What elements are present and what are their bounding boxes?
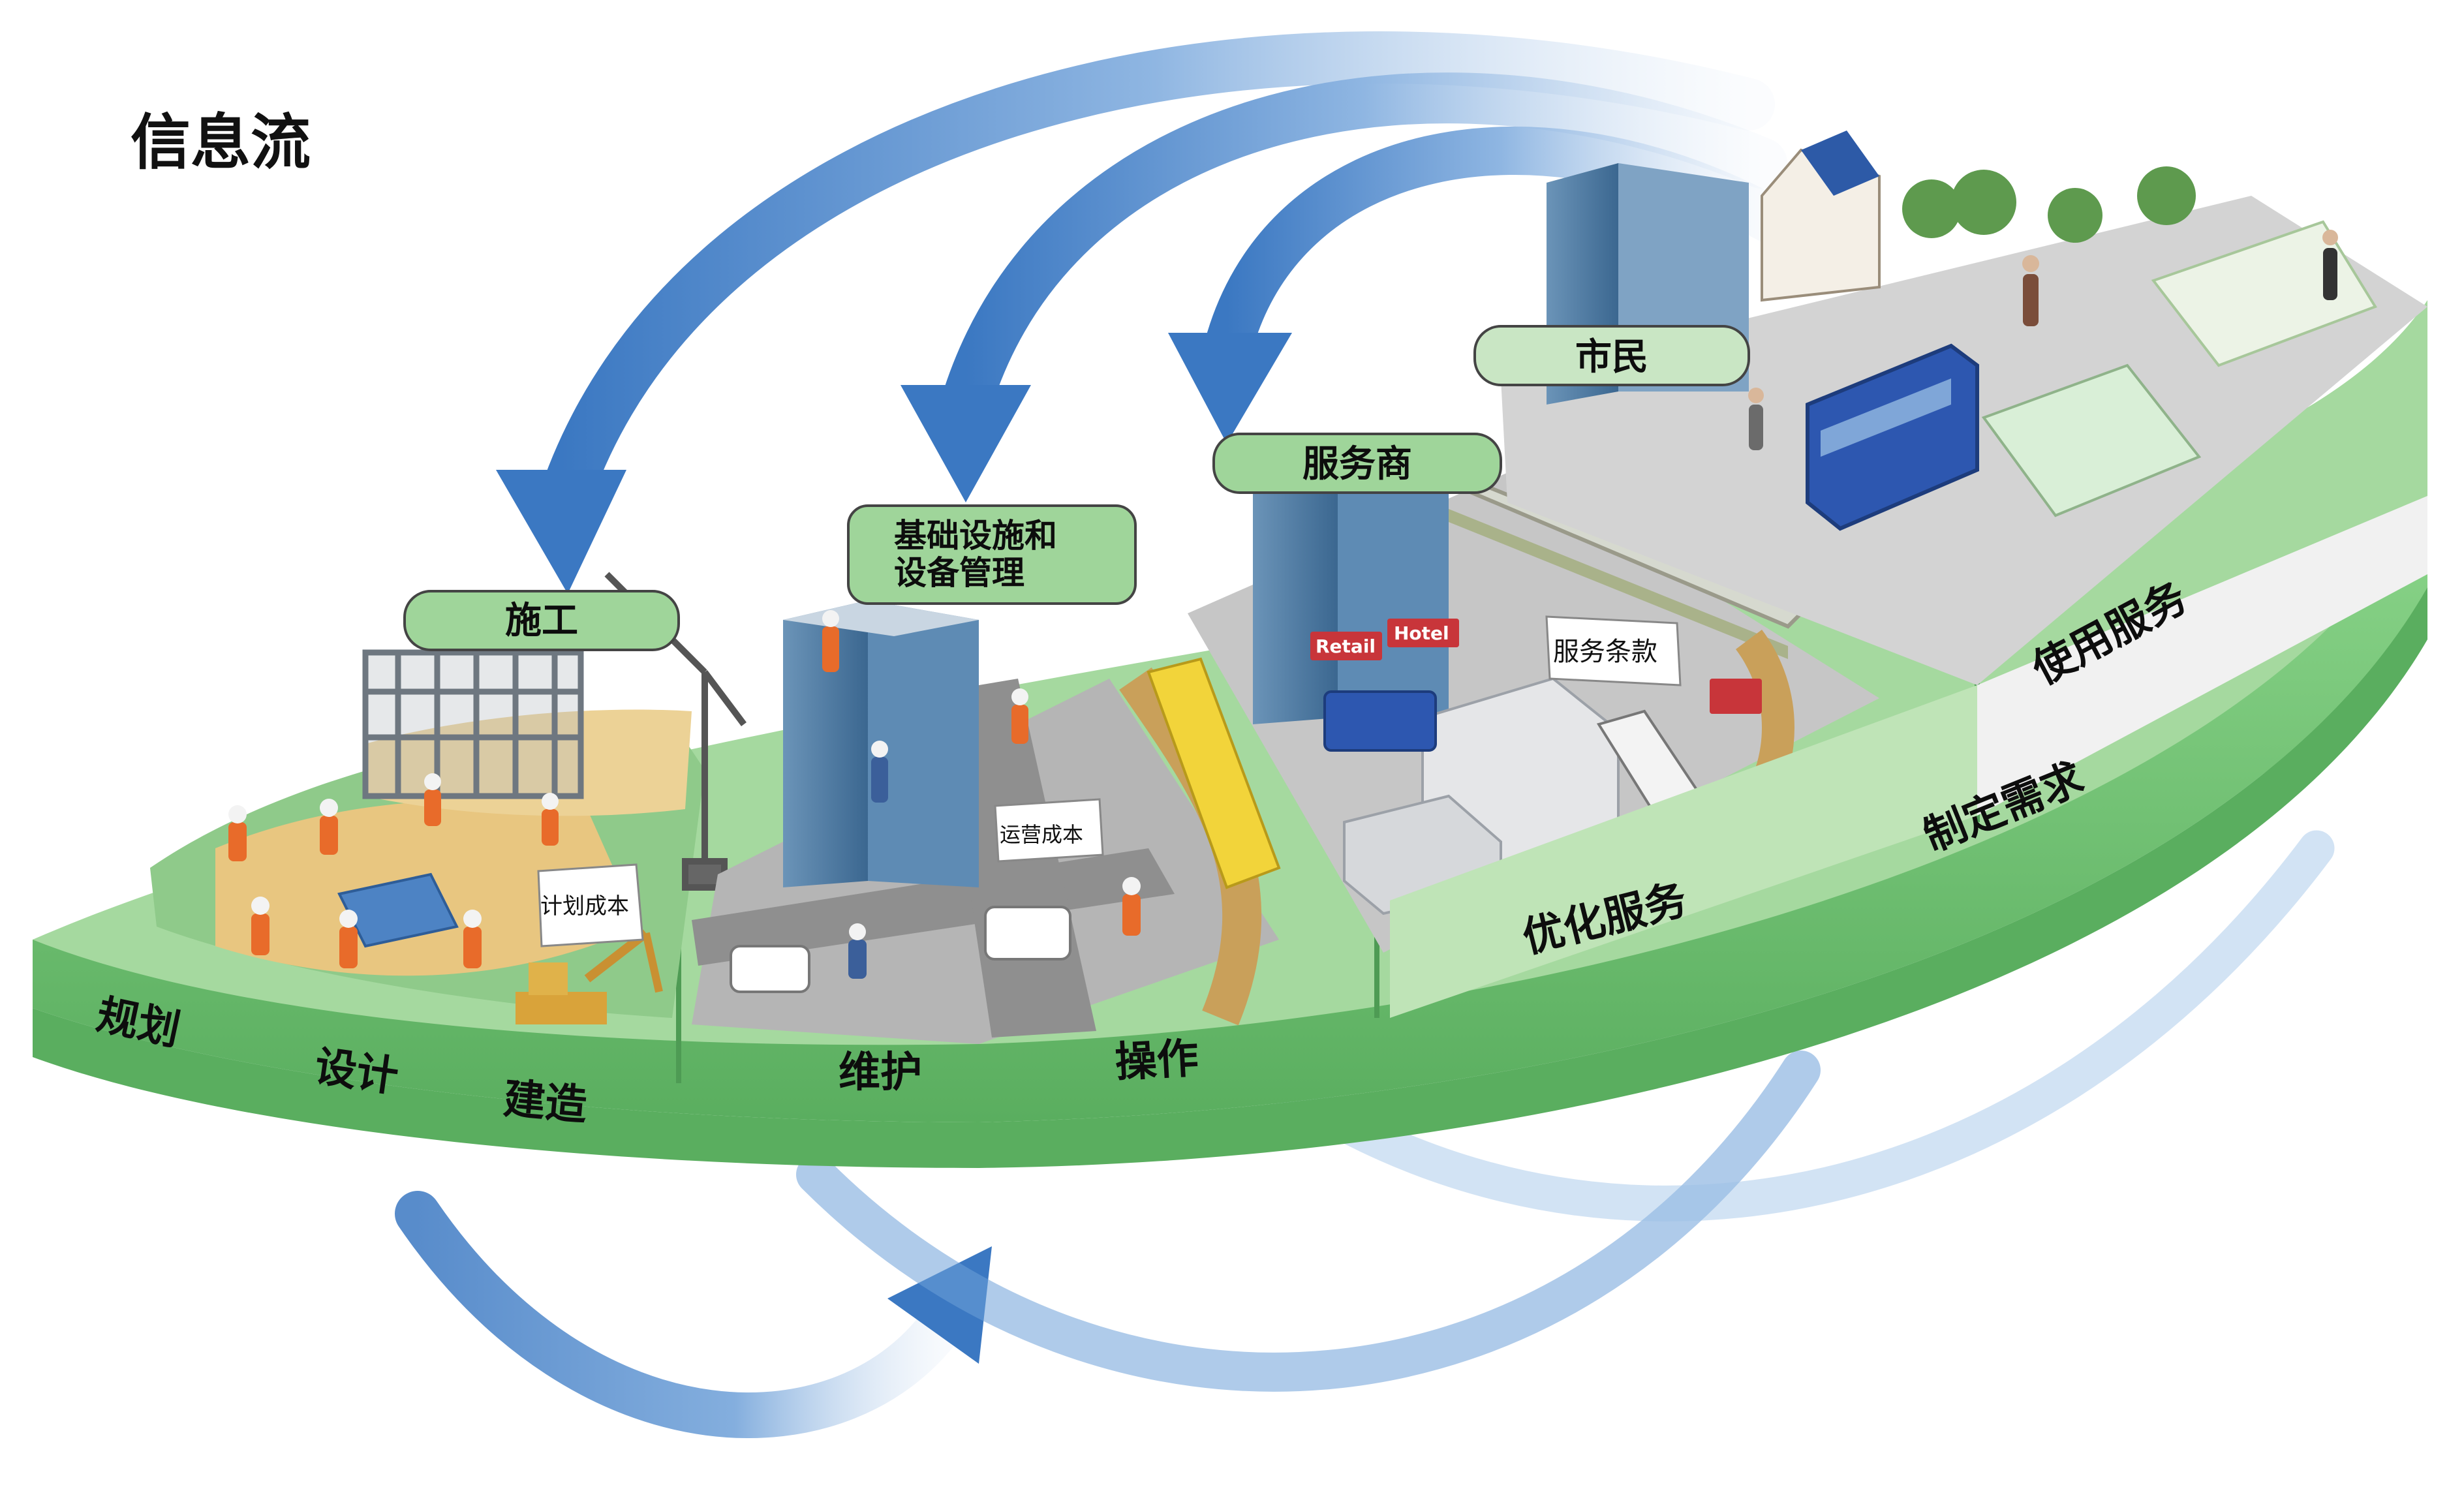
platform-lower-band (33, 587, 2427, 1168)
commuter-train-body (1449, 509, 1788, 659)
role-infrastructure-line2: 设备管理 (894, 554, 1024, 592)
flow-arrow-bottom-mid (796, 1051, 1821, 1392)
office-tower-infrastructure (783, 600, 979, 887)
transit-interior (2151, 220, 2377, 367)
stage-design: 设计 (312, 1043, 401, 1102)
infrastructure-workers (822, 610, 1141, 979)
arrowhead-service-provider-icon (1168, 333, 1292, 444)
steel-frame-building (362, 649, 584, 799)
hotel-sign: Hotel (1387, 619, 1459, 647)
construction-workers (228, 773, 559, 968)
platform-front-band (33, 496, 2427, 1122)
service-terms-text: 服务条款 (1553, 637, 1657, 667)
citizen-zone (1390, 131, 2427, 1018)
role-construction-text: 施工 (505, 600, 578, 642)
flow-arrow-bottom-right (1222, 830, 2335, 1222)
white-van-icon-1 (730, 945, 810, 993)
rail-station-sign-icon (1710, 679, 1762, 714)
role-label-construction: 施工 (403, 590, 680, 651)
trees (1902, 166, 2196, 243)
plan-cost-text: 计划成本 (540, 893, 629, 919)
citizen-block-front (1977, 496, 2427, 816)
role-service-provider-text: 服务商 (1302, 443, 1412, 485)
citizen-block-side (1390, 685, 1977, 1018)
operating-cost-text: 运营成本 (1000, 822, 1083, 847)
role-citizen-text: 市民 (1575, 336, 1648, 378)
diagram-title: 信息流 (131, 108, 311, 177)
yellow-train-icon (1147, 657, 1281, 889)
flow-arrows-bottom (395, 830, 2335, 1438)
service-terms-sign (1545, 615, 1682, 686)
white-van-icon-2 (984, 906, 1071, 960)
flow-arrow-bottom-left (395, 1191, 969, 1438)
role-label-citizen: 市民 (1473, 325, 1750, 386)
citizens-people (1748, 230, 2338, 450)
operating-cost-sign (994, 798, 1104, 863)
hotel-sign-text: Hotel (1394, 622, 1449, 644)
retail-sign: Retail (1310, 632, 1382, 660)
arrowhead-construction-icon (496, 470, 626, 594)
flow-arrow-to-infrastructure (940, 72, 1787, 430)
double-decker-bus-icon-small (1323, 690, 1437, 752)
double-decker-bus-icon (1806, 343, 1979, 531)
blueprint-icon (337, 872, 459, 948)
house-with-solar-panels (1761, 131, 1881, 302)
construction-zone: 计划成本 (150, 572, 747, 1024)
role-label-service-provider: 服务商 (1212, 433, 1502, 494)
arrowhead-infrastructure-icon (901, 385, 1031, 502)
retail-sign-text: Retail (1316, 636, 1376, 657)
infrastructure-zone: 运营成本 (692, 600, 1281, 1044)
role-infrastructure-line1: 基础设施和 (894, 517, 1057, 555)
plan-cost-sign (537, 863, 644, 947)
hospital-room (1981, 363, 2202, 517)
stage-maintain: 维护 (839, 1049, 922, 1097)
stage-build: 建造 (502, 1075, 589, 1130)
role-label-infrastructure: 基础设施和 设备管理 (847, 504, 1137, 605)
solar-panel-icon (1801, 131, 1879, 196)
stage-operate: 操作 (1114, 1034, 1200, 1087)
flow-arrow-to-construction (535, 31, 1775, 535)
